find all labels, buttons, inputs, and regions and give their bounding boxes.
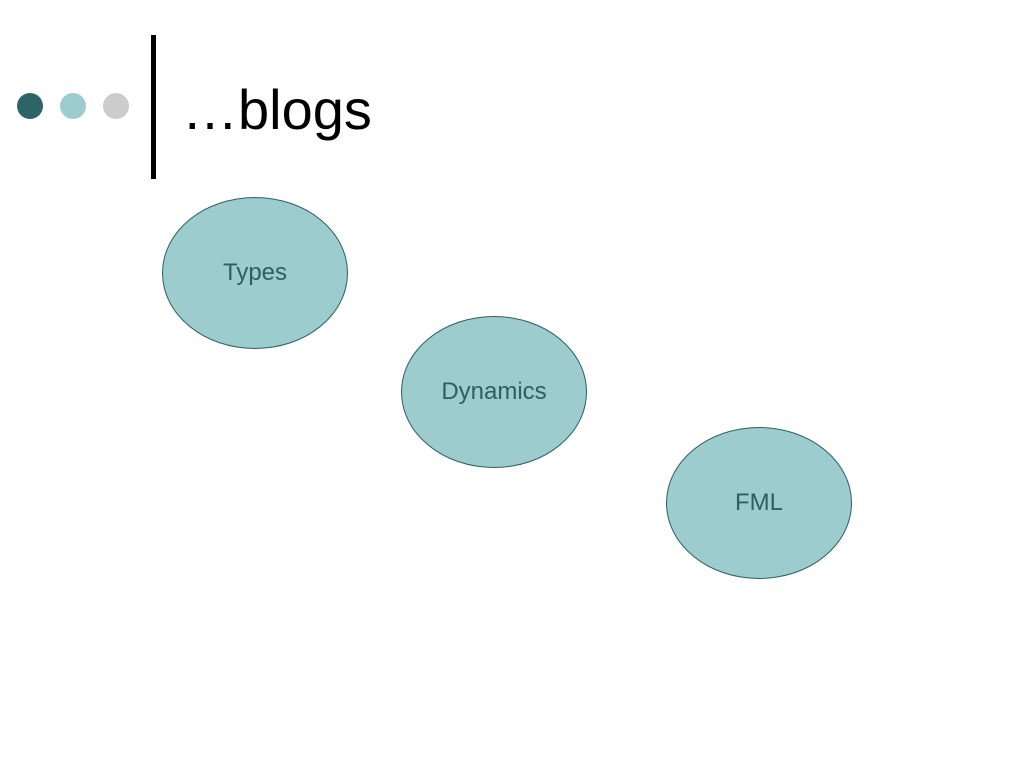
- node-types: Types: [162, 197, 348, 349]
- title-divider: [151, 35, 156, 179]
- bullet-dot-dark: [17, 93, 43, 119]
- node-label: Types: [222, 259, 288, 286]
- node-label: FML: [735, 489, 783, 516]
- bullet-dot-light: [60, 93, 86, 119]
- node-label: Dynamics: [441, 378, 547, 405]
- bullet-dot-grey: [103, 93, 129, 119]
- node-dynamics: Dynamics: [401, 316, 587, 468]
- node-fml: FML: [666, 427, 852, 579]
- slide-title: …blogs: [182, 78, 372, 141]
